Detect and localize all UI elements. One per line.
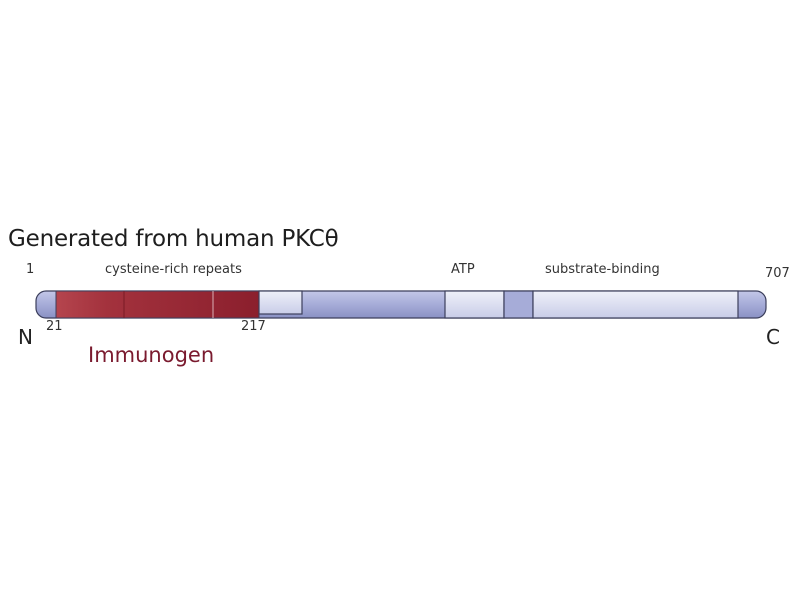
- immunogen-start-label: 21: [46, 319, 63, 334]
- page-title: Generated from human PKCθ: [8, 226, 339, 252]
- position-start-label: 1: [26, 262, 35, 277]
- immunogen-label: Immunogen: [88, 343, 215, 367]
- domain-label-atp: ATP: [451, 262, 475, 277]
- n-terminus-label: N: [18, 325, 33, 349]
- c-terminus-label: C: [766, 325, 780, 349]
- substrate-binding-domain-box: [532, 290, 739, 319]
- position-end-label: 707: [765, 266, 790, 281]
- immunogen-region: [55, 290, 260, 319]
- immunogen-end-label: 217: [241, 319, 266, 334]
- domain-label-substrate-binding: substrate-binding: [545, 262, 660, 277]
- atp-domain-box: [444, 290, 505, 319]
- domain-label-cysteine-rich: cysteine-rich repeats: [105, 262, 242, 277]
- linker-segment: [503, 290, 534, 319]
- cysteine-rich-domain-box: [258, 290, 303, 315]
